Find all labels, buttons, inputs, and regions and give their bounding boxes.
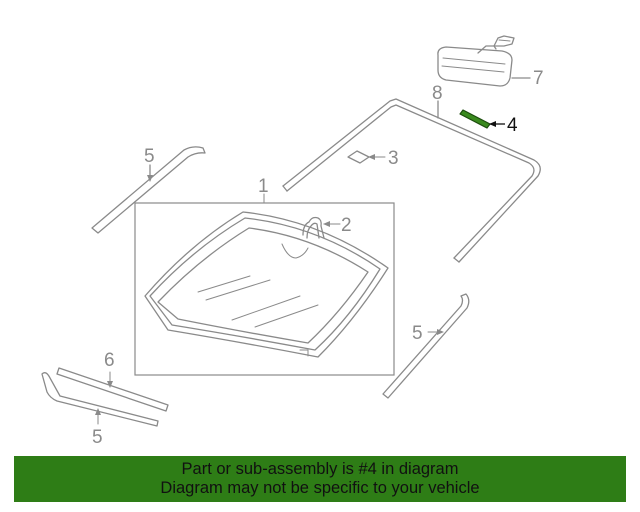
side-molding-right[interactable]: [382, 293, 470, 399]
info-banner: Part or sub-assembly is #4 in diagram Di…: [14, 456, 626, 502]
banner-line-2: Diagram may not be specific to your vehi…: [160, 479, 480, 497]
part-3-label[interactable]: [347, 150, 386, 164]
callout-4: 4: [507, 115, 518, 136]
callout-1: 1: [258, 176, 269, 197]
upper-molding[interactable]: [282, 98, 541, 263]
parts-diagram: 7 8 4 3 5 1: [41, 35, 544, 448]
callout-2: 2: [341, 215, 352, 236]
banner-line-1: Part or sub-assembly is #4 in diagram: [181, 460, 459, 478]
side-molding-left[interactable]: [91, 146, 206, 234]
part-4-bracket[interactable]: [459, 109, 505, 129]
callout-5-upper-left: 5: [144, 146, 155, 167]
lower-molding-5[interactable]: [41, 372, 159, 427]
callout-5-lower: 5: [92, 427, 103, 448]
callout-8: 8: [432, 83, 443, 104]
lower-molding[interactable]: [56, 367, 169, 412]
windshield-glass[interactable]: [134, 193, 395, 376]
callout-7: 7: [533, 68, 544, 89]
part-2-clip[interactable]: [302, 216, 341, 239]
callout-6: 6: [104, 350, 115, 371]
callout-3: 3: [388, 148, 399, 169]
callout-5-right: 5: [412, 323, 423, 344]
rear-view-mirror[interactable]: [437, 35, 531, 87]
